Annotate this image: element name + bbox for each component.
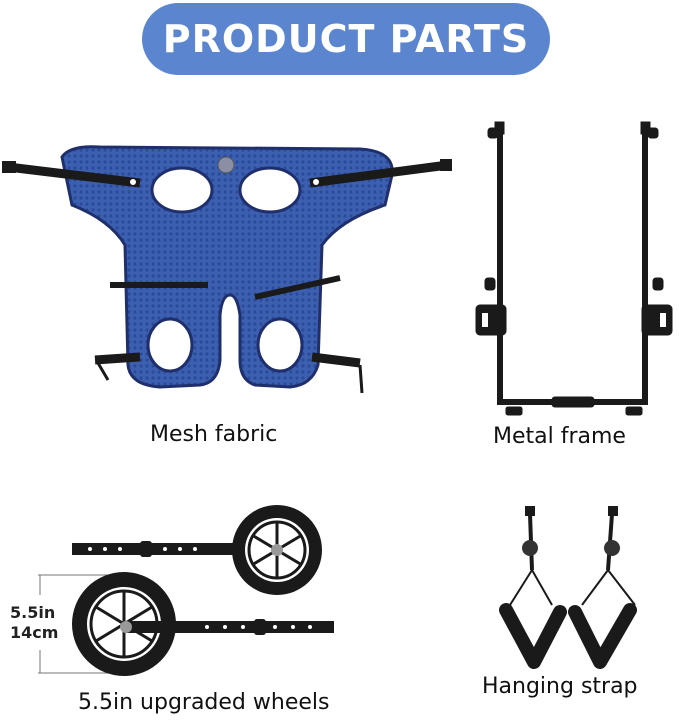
wheels-label: 5.5in upgraded wheels: [78, 690, 330, 715]
mesh-fabric-label: Mesh fabric: [150, 422, 278, 447]
banner-title: PRODUCT PARTS: [162, 17, 530, 61]
metal-frame-label: Metal frame: [493, 424, 626, 449]
mesh-fabric-image: [2, 145, 452, 394]
wheels-image: [38, 505, 334, 676]
hanging-strap-label: Hanging strap: [482, 674, 638, 699]
hanging-strap-image: [499, 506, 637, 669]
wheel-dimension-cm: 14cm: [10, 623, 59, 642]
metal-frame-image: [475, 121, 673, 416]
product-parts-banner: PRODUCT PARTS: [142, 3, 550, 75]
wheel-dimension: 5.5in 14cm: [10, 603, 58, 643]
wheel-dimension-in: 5.5in: [10, 603, 56, 622]
